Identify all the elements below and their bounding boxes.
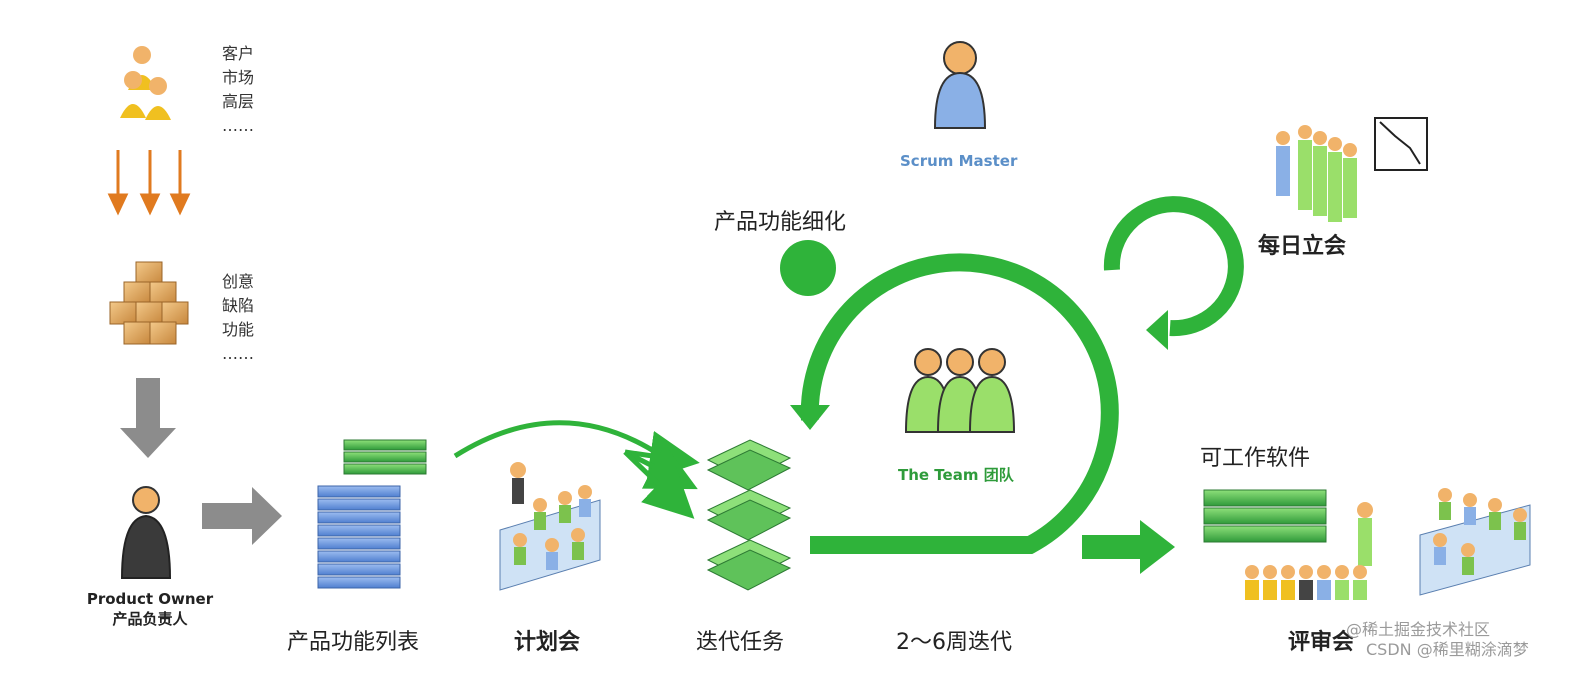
stakeholder-more: …… (222, 116, 254, 135)
stakeholder-1: 客户 (222, 44, 255, 63)
backlog-label: 产品功能列表 (287, 630, 420, 655)
refinement-label: 产品功能细化 (714, 210, 847, 235)
review-presenter-icon (1357, 502, 1373, 566)
stakeholder-2: 市场 (222, 68, 255, 87)
team-label: The Team 团队 (898, 466, 1014, 484)
inputs-list: 创意 缺陷 功能 …… (222, 270, 254, 366)
input-more: …… (222, 344, 254, 363)
stakeholder-group-icon (120, 46, 171, 120)
boxes-icon (109, 261, 189, 345)
working-software-label: 可工作软件 (1200, 446, 1311, 471)
gray-down-arrow (120, 378, 176, 458)
product-owner-en: Product Owner (86, 590, 214, 608)
input-2: 缺陷 (222, 296, 255, 315)
team-icon (904, 348, 1016, 433)
watermark-line-1: @稀土掘金技术社区 (1346, 620, 1491, 639)
input-3: 功能 (222, 320, 255, 339)
review-meeting-icon (1419, 488, 1531, 596)
planning-label: 计划会 (514, 630, 581, 655)
release-arrow (1082, 520, 1175, 574)
product-owner-label: Product Owner 产品负责人 (70, 590, 230, 629)
gray-right-arrow (202, 487, 282, 545)
orange-arrows (107, 150, 191, 216)
daily-standup-people-icon (1276, 125, 1357, 222)
product-owner-icon (120, 486, 172, 579)
iteration-tasks-icon (706, 439, 792, 591)
scrum-master-label: Scrum Master (900, 152, 1018, 170)
burndown-icon (1374, 117, 1428, 171)
working-software-icon (1203, 489, 1327, 543)
watermark-line-2: CSDN @稀里糊涂滴梦 (1366, 640, 1529, 659)
input-1: 创意 (222, 272, 255, 291)
review-label: 评审会 (1288, 630, 1355, 655)
stakeholders-list: 客户 市场 高层 …… (222, 42, 254, 138)
iteration-label: 2～6周迭代 (896, 630, 1012, 655)
planning-to-tasks-arrow (453, 420, 700, 519)
iteration-cycle-arrow (800, 253, 1119, 554)
daily-loop-arrowhead (1146, 310, 1168, 350)
tasks-label: 迭代任务 (696, 630, 785, 655)
scrum-master-icon (933, 41, 987, 129)
daily-standup-loop-arrow (1103, 196, 1244, 337)
refinement-dot (780, 240, 836, 296)
daily-standup-label: 每日立会 (1258, 234, 1347, 259)
stakeholder-3: 高层 (222, 92, 255, 111)
stakeholders-audience-icon (1245, 565, 1367, 600)
backlog-stack-icon (317, 439, 427, 589)
product-owner-zh: 产品负责人 (112, 610, 188, 628)
iteration-arrowhead (790, 405, 830, 430)
planning-meeting-icon (499, 462, 601, 591)
